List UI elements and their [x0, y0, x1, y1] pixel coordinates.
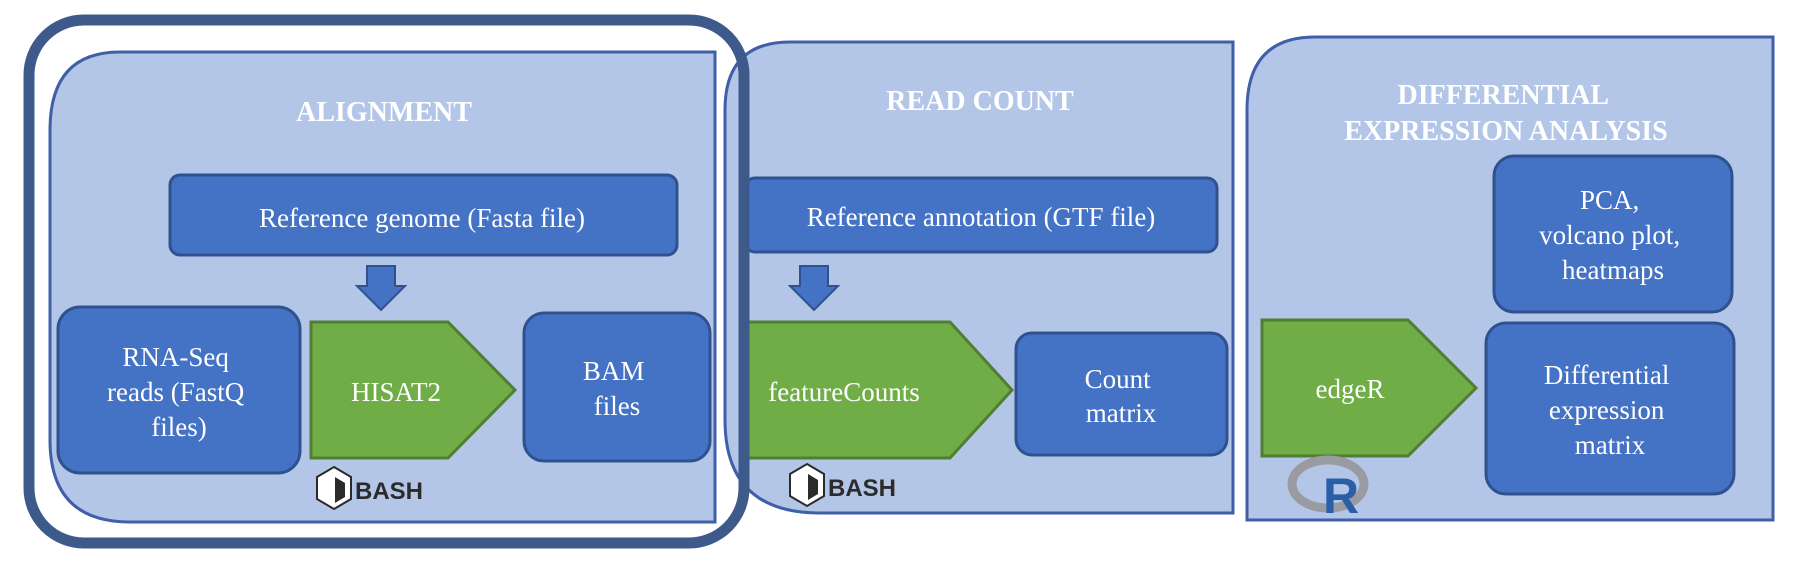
plots-line-2: volcano plot,	[1539, 220, 1680, 250]
reference-annotation-label: Reference annotation (GTF file)	[807, 202, 1156, 232]
bash-logo-shape	[316, 465, 352, 511]
de-matrix-line-1: Differential	[1544, 360, 1669, 390]
read-count-panel: READ COUNT Reference annotation (GTF fil…	[723, 40, 1235, 515]
rna-seq-reads-label: RNA-Seq reads (FastQ files)	[107, 342, 251, 442]
differential-expression-title-line-1: DIFFERENTIAL	[1397, 80, 1608, 111]
de-matrix-box	[1484, 321, 1736, 496]
differential-expression-title: DIFFERENTIAL EXPRESSION ANALYSIS	[1344, 80, 1667, 147]
r-logo-letter: R	[1323, 468, 1359, 524]
plots-line-1: PCA,	[1580, 185, 1639, 215]
count-matrix-box	[1014, 331, 1229, 457]
plots-label: PCA, volcano plot, heatmaps	[1539, 185, 1687, 285]
alignment-title: ALIGNMENT	[296, 97, 472, 128]
rna-seq-reads-line-1: RNA-Seq	[122, 342, 229, 372]
alignment-highlight-border	[23, 14, 750, 549]
bam-files-label: BAM files	[583, 356, 651, 421]
rna-seq-reads-line-2: reads (FastQ	[107, 377, 245, 407]
bash-logo: BASH	[789, 462, 896, 508]
differential-expression-title-line-2: EXPRESSION ANALYSIS	[1344, 116, 1667, 147]
bash-logo-inner	[808, 474, 818, 500]
bash-logo: BASH	[316, 465, 423, 511]
reference-genome-box	[168, 173, 679, 257]
bash-logo-text: BASH	[355, 478, 423, 505]
hisat2-tool-shape	[309, 320, 518, 460]
de-matrix-label: Differential expression matrix	[1544, 360, 1676, 460]
rna-seq-reads-line-3: files)	[151, 412, 206, 442]
r-logo-ring	[1287, 455, 1369, 513]
count-matrix-label: Count matrix	[1085, 364, 1158, 428]
bam-files-line-2: files	[594, 391, 641, 421]
differential-expression-panel: DIFFERENTIAL EXPRESSION ANALYSIS PCA, vo…	[1245, 35, 1775, 524]
de-matrix-line-3: matrix	[1575, 430, 1646, 460]
edger-label: edgeR	[1316, 374, 1385, 404]
bash-logo-inner	[335, 477, 345, 503]
featurecounts-label: featureCounts	[768, 377, 919, 407]
edger-tool-shape	[1260, 318, 1479, 458]
rna-seq-reads-box	[56, 305, 302, 475]
bash-logo-text: BASH	[828, 475, 896, 502]
alignment-panel: ALIGNMENT Reference genome (Fasta file) …	[48, 50, 717, 524]
bam-files-box	[522, 311, 712, 463]
plots-line-3: heatmaps	[1562, 255, 1664, 285]
reference-genome-label: Reference genome (Fasta file)	[259, 203, 585, 233]
count-matrix-line-1: Count	[1085, 364, 1152, 394]
read-count-title: READ COUNT	[886, 86, 1074, 117]
bam-files-line-1: BAM	[583, 356, 645, 386]
down-arrow-icon	[354, 265, 408, 312]
hisat2-label: HISAT2	[351, 377, 441, 407]
plots-box	[1492, 154, 1734, 314]
count-matrix-line-2: matrix	[1086, 398, 1157, 428]
down-arrow-icon	[787, 265, 841, 312]
bash-logo-shape	[789, 462, 825, 508]
r-logo: R	[1287, 455, 1369, 524]
de-matrix-line-2: expression	[1549, 395, 1665, 425]
